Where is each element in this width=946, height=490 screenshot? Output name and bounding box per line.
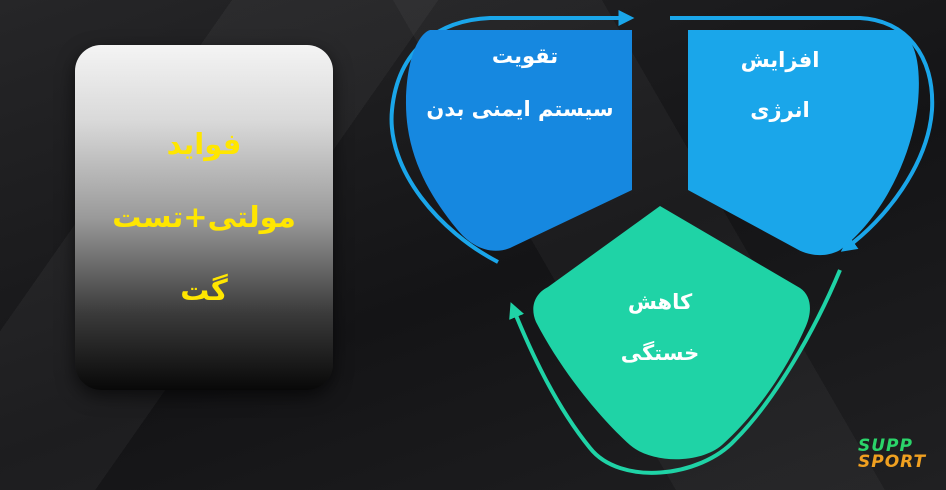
segment-top-right-label-1: افزایش [740, 48, 820, 72]
segment-top-left-label-2: سیستم ایمنی بدن [426, 97, 614, 121]
segment-top-left-label-1: تقویت [491, 44, 559, 68]
arrow-top-right [670, 16, 935, 252]
arrow-bottom [509, 269, 842, 475]
arrow-top-left [389, 10, 635, 264]
card-title-line-3: گت [180, 273, 228, 307]
segment-top-right [688, 30, 919, 256]
segment-bottom [533, 206, 810, 460]
segment-bottom-label-1: کاهش [627, 290, 693, 314]
segment-top-right-label-2: انرژی [750, 98, 810, 122]
brand-logo: SUPP SPORT [858, 436, 927, 472]
segment-bottom-label-2: خستگی [620, 341, 700, 365]
brand-logo-line-1: SUPP [858, 436, 913, 456]
benefits-card: فواید مولتی+تست گت [75, 45, 333, 390]
brand-logo-line-2: SPORT [858, 452, 927, 472]
card-title-line-1: فواید [166, 127, 242, 161]
card-title-line-2: مولتی+تست [112, 200, 296, 234]
segment-top-left [405, 30, 632, 251]
